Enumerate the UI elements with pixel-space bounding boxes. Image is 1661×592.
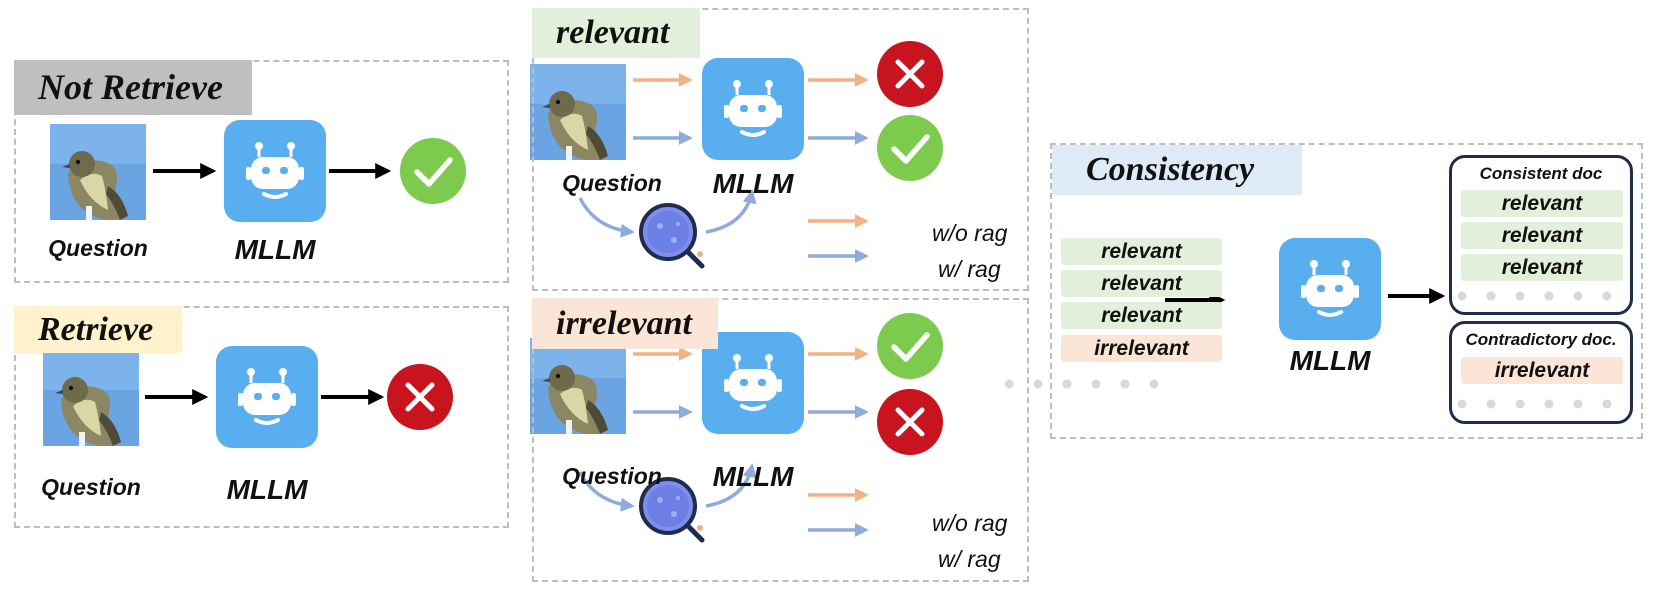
relevant-model-label: MLLM [712, 168, 794, 199]
retrieve-panel [14, 306, 509, 528]
consistent-doc-title: Consistent doc [1479, 164, 1603, 183]
retrieve-model-label: MLLM [226, 474, 308, 505]
contradictory-doc-title: Contradictory doc. [1465, 330, 1617, 349]
irrelevant-panel [532, 298, 1029, 582]
irrelevant-legend-with-rag: w/ rag [938, 546, 1001, 572]
relevant-question-label: Question [562, 170, 662, 196]
irrelevant-legend-without-rag: w/o rag [932, 510, 1008, 536]
ellipsis-dots-consistent [1457, 291, 1612, 301]
consistent-doc-box [1449, 155, 1633, 315]
contradictory-doc-box [1449, 321, 1633, 424]
not-retrieve-model-label: MLLM [234, 234, 316, 265]
consistent-doc-2: relevant [1461, 222, 1623, 249]
irrelevant-title: irrelevant [532, 298, 718, 349]
not-retrieve-question-label: Question [48, 235, 148, 261]
consistency-panel [1050, 143, 1643, 439]
input-doc-1: relevant [1061, 238, 1222, 265]
relevant-legend-with-rag: w/ rag [938, 256, 1001, 282]
relevant-panel [532, 8, 1029, 291]
consistency-model-label: MLLM [1289, 345, 1371, 376]
consistent-doc-3: relevant [1461, 254, 1623, 281]
retrieve-question-label: Question [41, 474, 141, 500]
input-doc-3: relevant [1061, 302, 1222, 329]
input-doc-4: irrelevant [1061, 335, 1222, 362]
input-doc-2: relevant [1061, 270, 1222, 297]
consistent-doc-1: relevant [1461, 190, 1623, 217]
contradictory-doc-1: irrelevant [1461, 357, 1623, 384]
irrelevant-question-label: Question [562, 463, 662, 489]
retrieve-title: Retrieve [14, 306, 182, 353]
consistency-title: Consistency [1052, 145, 1302, 195]
relevant-legend-without-rag: w/o rag [932, 220, 1008, 246]
not-retrieve-panel [14, 60, 509, 283]
not-retrieve-title: Not Retrieve [14, 60, 252, 115]
ellipsis-dots-input [1004, 379, 1159, 389]
relevant-title: relevant [532, 8, 700, 58]
irrelevant-model-label: MLLM [712, 461, 794, 492]
ellipsis-dots-contradictory [1457, 399, 1612, 409]
